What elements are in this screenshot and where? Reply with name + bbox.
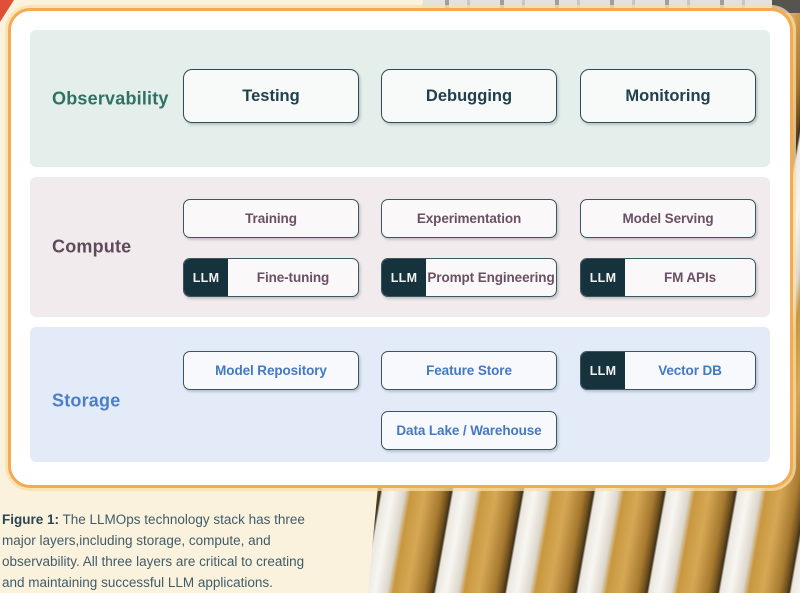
layer-label-storage: Storage xyxy=(52,390,121,410)
layer-label-observability: Observability xyxy=(52,88,169,108)
llm-tag: LLM xyxy=(382,259,426,296)
caption-line-1: Figure 1: The LLMOps technology stack ha… xyxy=(2,509,305,530)
box-monitoring: Monitoring xyxy=(580,69,756,123)
llm-tag: LLM xyxy=(581,259,625,296)
layer-compute: Compute Training Experimentation Model S… xyxy=(30,177,770,317)
caption-figure-number: Figure 1: xyxy=(2,512,60,527)
box-model-repository: Model Repository xyxy=(183,351,359,390)
caption-line-1-text: The LLMOps technology stack has three xyxy=(59,512,305,527)
box-fm-apis-label: FM APIs xyxy=(663,270,717,285)
box-vector-db-label: Vector DB xyxy=(658,363,722,378)
box-experimentation-label: Experimentation xyxy=(416,211,522,226)
box-feature-store: Feature Store xyxy=(381,351,557,390)
box-experimentation: Experimentation xyxy=(381,199,557,238)
llm-tag: LLM xyxy=(184,259,228,296)
box-testing-label: Testing xyxy=(242,86,300,105)
box-vector-db: LLM Vector DB xyxy=(580,351,756,390)
box-data-lake-warehouse-label: Data Lake / Warehouse xyxy=(396,423,542,438)
llm-tag: LLM xyxy=(581,352,625,389)
layer-label-compute: Compute xyxy=(52,236,132,257)
box-fm-apis: LLM FM APIs xyxy=(580,258,756,297)
caption-line-4: and maintaining successful LLM applicati… xyxy=(2,575,273,590)
layer-storage: Storage Model Repository Feature Store L… xyxy=(30,327,770,462)
box-model-serving-label: Model Serving xyxy=(622,211,714,226)
box-prompt-engineering-label: Prompt Engineering xyxy=(427,270,555,285)
box-training: Training xyxy=(183,199,359,238)
box-fine-tuning-label: Fine-tuning xyxy=(256,270,330,285)
box-debugging-label: Debugging xyxy=(425,86,513,105)
box-testing: Testing xyxy=(183,69,359,123)
caption-line-2: major layers,including storage, compute,… xyxy=(2,533,271,548)
box-training-label: Training xyxy=(245,211,297,226)
box-feature-store-label: Feature Store xyxy=(426,363,512,378)
box-fine-tuning: LLM Fine-tuning xyxy=(183,258,359,297)
box-monitoring-label: Monitoring xyxy=(625,86,711,105)
llmops-stack-card: Observability Testing Debugging Monitori… xyxy=(8,8,793,488)
box-data-lake-warehouse: Data Lake / Warehouse xyxy=(381,411,557,450)
box-prompt-engineering: LLM Prompt Engineering xyxy=(381,258,557,297)
figure-caption: Figure 1: The LLMOps technology stack ha… xyxy=(2,509,305,593)
caption-line-3: observability. All three layers are crit… xyxy=(2,554,305,569)
box-debugging: Debugging xyxy=(381,69,557,123)
box-model-repository-label: Model Repository xyxy=(215,363,327,378)
box-model-serving: Model Serving xyxy=(580,199,756,238)
layer-observability: Observability Testing Debugging Monitori… xyxy=(30,30,770,167)
